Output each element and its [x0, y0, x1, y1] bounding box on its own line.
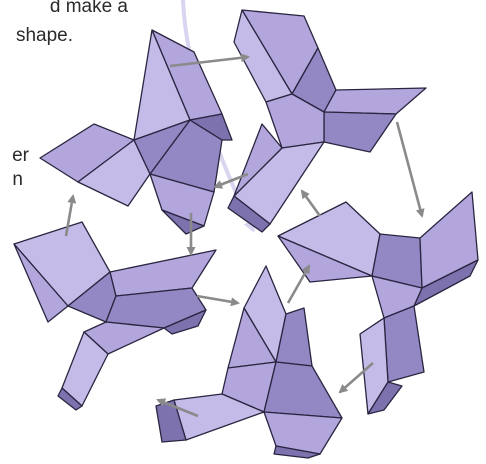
caption-text-side-1: er [12, 145, 29, 166]
module-facet [324, 88, 426, 114]
module-1 [40, 30, 232, 234]
modules-layer [14, 10, 478, 458]
module-facet [384, 306, 424, 382]
arrow-9 [302, 191, 320, 216]
arrow-8 [288, 266, 309, 303]
module-facet [264, 362, 342, 418]
arrow-2 [397, 122, 422, 216]
caption-text-top-2: shape. [16, 24, 73, 47]
arrow-7 [197, 296, 238, 303]
module-5 [14, 222, 216, 410]
module-facet [110, 250, 216, 296]
caption-text-side-2: n [12, 169, 23, 190]
module-2 [228, 10, 426, 232]
module-facet [324, 112, 396, 152]
caption-text-top-1: d make a [50, 0, 128, 18]
